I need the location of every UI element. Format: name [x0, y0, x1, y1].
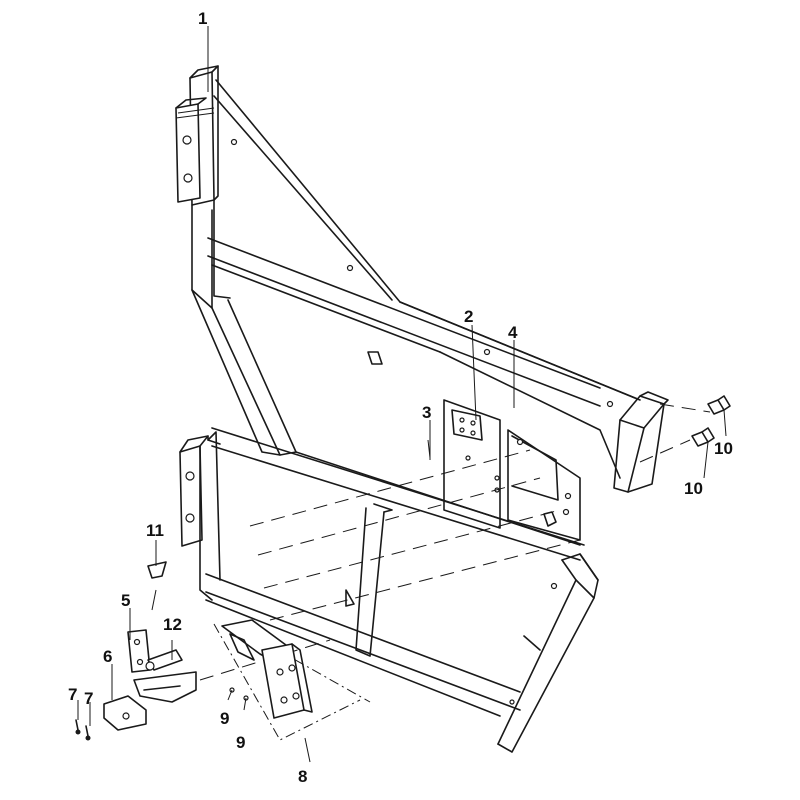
- callout-6: 6: [103, 647, 112, 666]
- callout-9: 9: [236, 733, 245, 752]
- callout-5: 5: [121, 591, 130, 610]
- callout-3: 3: [422, 403, 431, 422]
- callout-1: 1: [198, 9, 207, 28]
- upper-frame: [175, 65, 669, 546]
- bolt-lower: [691, 427, 715, 447]
- callout-12: 12: [163, 615, 182, 634]
- leader-lines: [77, 26, 727, 763]
- callout-2: 2: [464, 307, 473, 326]
- callout-7: 7: [84, 689, 93, 708]
- callout-8: 8: [298, 767, 307, 786]
- latch-assembly: [221, 619, 313, 719]
- callout-7: 7: [68, 685, 77, 704]
- assembly-guide-lines: [199, 403, 711, 741]
- bolt-upper: [707, 395, 731, 415]
- bolt-parts: [691, 395, 731, 447]
- callout-10: 10: [714, 439, 733, 458]
- callout-11: 11: [146, 521, 164, 540]
- callout-9: 9: [220, 709, 229, 728]
- mounting-plate-assembly: [427, 399, 581, 541]
- callout-10: 10: [684, 479, 703, 498]
- callout-4: 4: [508, 323, 518, 342]
- hitch-bracket-parts: [75, 561, 197, 741]
- lower-frame: [179, 427, 599, 753]
- callout-labels: 1 2 3 4 5 6 7 7 8 9 9 10 10 11 12: [68, 9, 733, 786]
